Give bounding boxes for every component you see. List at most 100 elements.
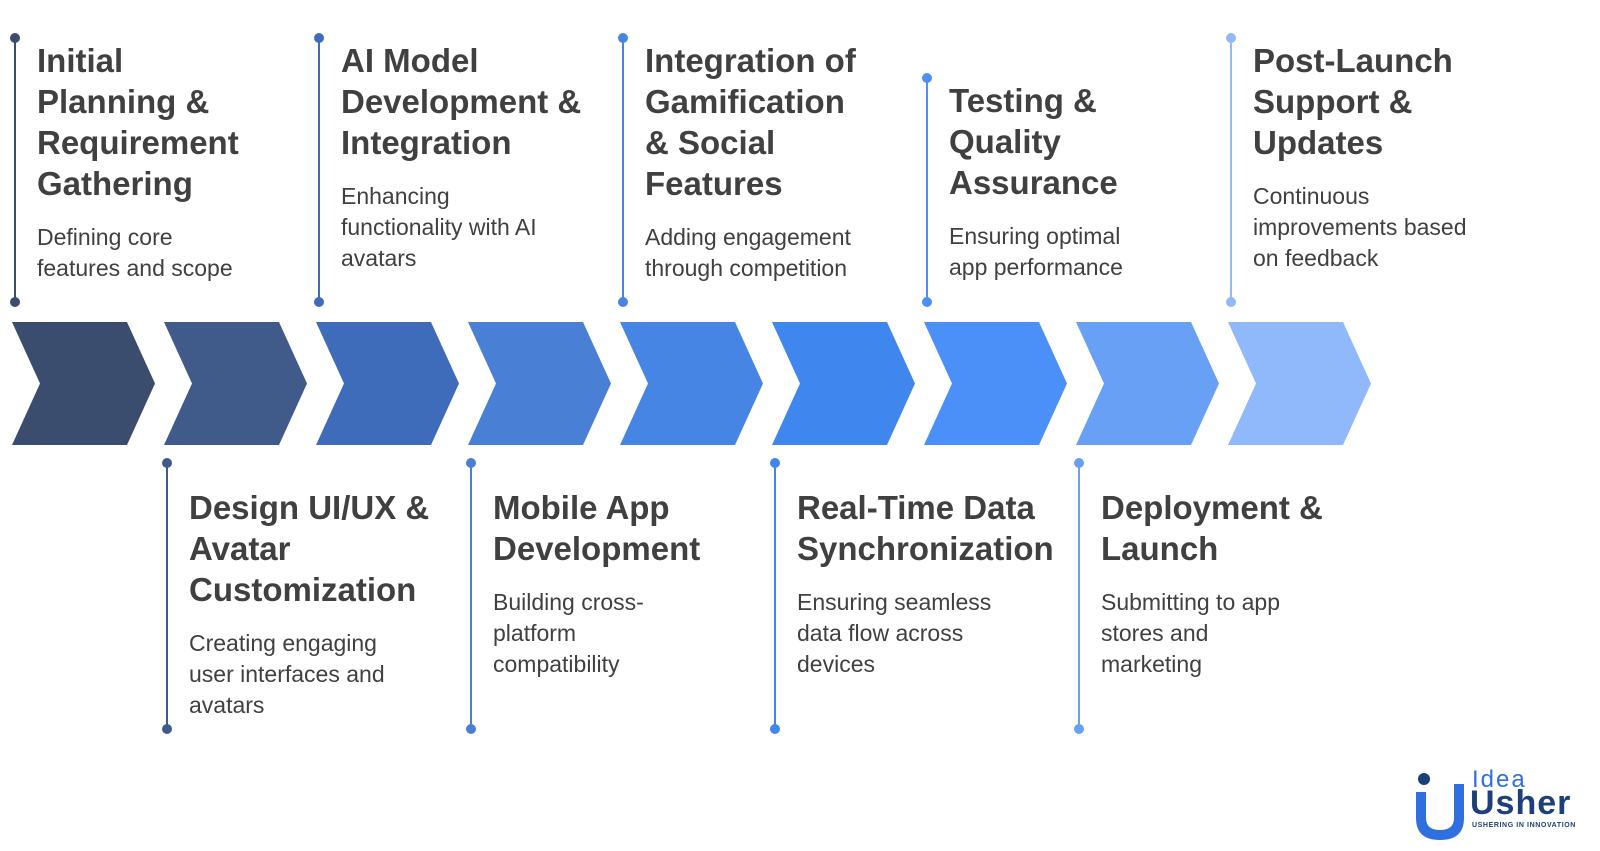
stage-dot-end [618, 297, 628, 307]
logo-word-idea: Idea [1472, 766, 1527, 793]
stage-dot-end [10, 297, 20, 307]
stage-dot-end [162, 724, 172, 734]
stage-title-line: Design UI/UX & [189, 489, 430, 526]
stage-title-line: Updates [1253, 124, 1384, 161]
stage-title-line: Integration [341, 124, 512, 161]
stage-description: Adding engagement through competition [645, 222, 915, 284]
stage-title-line: Development & [341, 83, 582, 120]
stage-title-line: Launch [1101, 530, 1219, 567]
stage-description-line: platform [493, 620, 577, 646]
stage-title-line: Avatar [189, 530, 291, 567]
stage-description: Defining core features and scope [37, 222, 307, 284]
stage-dot-start [1074, 458, 1084, 468]
stage-description: Submitting to app stores and marketing [1101, 587, 1371, 680]
stage-description: Creating engaging user interfaces and avat… [189, 628, 459, 721]
stage-description-line: user interfaces and [189, 661, 385, 687]
chevron-stage-9 [1228, 322, 1371, 445]
stage-description-line: avatars [341, 245, 417, 271]
stage-connector-line [166, 463, 168, 729]
stage-description-line: Ensuring seamless [797, 589, 992, 615]
stage-dot-start [922, 73, 932, 83]
stage-dot-start [314, 33, 324, 43]
stage-description-line: improvements based [1253, 214, 1467, 240]
stage-title-line: Gathering [37, 165, 193, 202]
stage-description-line: features and scope [37, 255, 233, 281]
stage-description-line: stores and [1101, 620, 1209, 646]
chevron-stage-8 [1076, 322, 1219, 445]
stage-connector-line [926, 78, 928, 302]
stage-description: Ensuring seamless data flow across devices [797, 587, 1067, 680]
stage-description-line: Building cross- [493, 589, 644, 615]
stage-description-line: through competition [645, 255, 848, 281]
stage-connector-line [318, 38, 320, 302]
chevron-stage-1 [12, 322, 155, 445]
idea-usher-logo: Idea Usher USHERING IN INNOVATION [1410, 766, 1590, 846]
chevron-stage-2 [164, 322, 307, 445]
stage-description-line: devices [797, 651, 875, 677]
stage-dot-end [314, 297, 324, 307]
stage-title-line: Quality [949, 123, 1061, 160]
stage-title-line: Features [645, 165, 783, 202]
stage-title-line: Synchronization [797, 530, 1054, 567]
chevron-stage-3 [316, 322, 459, 445]
stage-dot-start [1226, 33, 1236, 43]
stage-description-line: data flow across [797, 620, 964, 646]
logo-tagline: USHERING IN INNOVATION [1472, 822, 1576, 829]
stage-connector-line [14, 38, 16, 302]
stage-dot-end [770, 724, 780, 734]
stage-title-line: AI Model [341, 42, 479, 79]
stage-description-line: Continuous [1253, 183, 1370, 209]
stage-description-line: Submitting to app [1101, 589, 1281, 615]
stage-description-line: app performance [949, 254, 1123, 280]
logo-u-icon [1416, 773, 1464, 840]
stage-dot-start [10, 33, 20, 43]
stage-connector-line [622, 38, 624, 302]
stage-title: Deployment &Launch [1101, 487, 1371, 569]
stage-dot-end [1226, 297, 1236, 307]
stage-connector-line [774, 463, 776, 729]
stage-description: Enhancing functionality with AI avatars [341, 181, 611, 274]
stage-dot-start [770, 458, 780, 468]
stage-dot-start [466, 458, 476, 468]
chevron-stage-6 [772, 322, 915, 445]
stage-title-line: Testing & [949, 82, 1097, 119]
stage-description-line: functionality with AI [341, 214, 537, 240]
stage-title-line: Requirement [37, 124, 239, 161]
stage-description-line: Enhancing [341, 183, 450, 209]
stage-dot-start [162, 458, 172, 468]
stage-title-line: Initial [37, 42, 124, 79]
stage-title-line: Support & [1253, 83, 1413, 120]
stage-dot-end [922, 297, 932, 307]
stage-title-line: Gamification [645, 83, 845, 120]
stage-description-line: Adding engagement [645, 224, 851, 250]
stage-title-line: Integration of [645, 42, 856, 79]
chevron-stage-5 [620, 322, 763, 445]
stage-title-line: & Social [645, 124, 776, 161]
stage-description-line: Defining core [37, 224, 173, 250]
stage-description-line: avatars [189, 692, 265, 718]
chevron-stage-4 [468, 322, 611, 445]
stage-description-line: Ensuring optimal [949, 223, 1121, 249]
stage-connector-line [470, 463, 472, 729]
stage-description-line: Creating engaging [189, 630, 377, 656]
stage-connector-line [1078, 463, 1080, 729]
stage-title-line: Planning & [37, 83, 210, 120]
stage-description: Ensuring optimal app performance [949, 221, 1219, 283]
stage-connector-line [1230, 38, 1232, 302]
stage-description-line: marketing [1101, 651, 1202, 677]
